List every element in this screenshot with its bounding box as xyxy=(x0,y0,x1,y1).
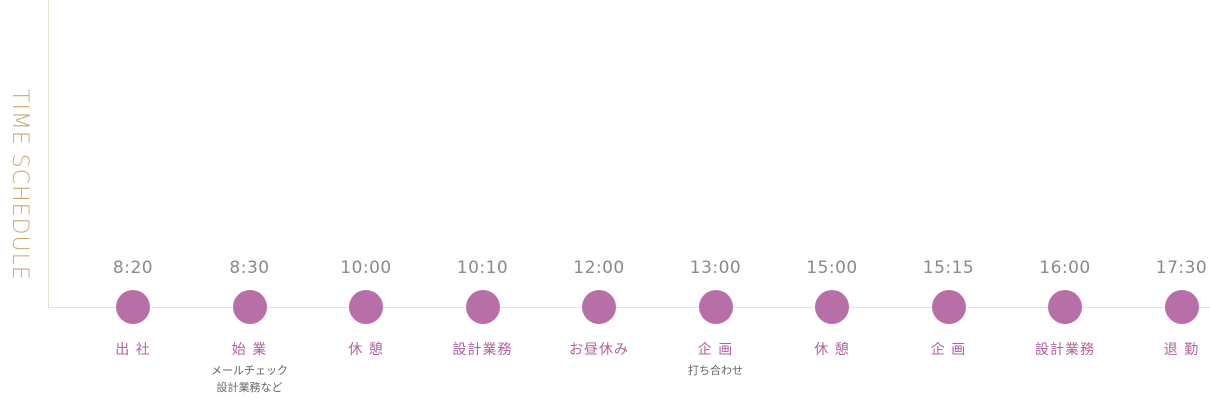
timeline-stop: 15:15 企 画 xyxy=(889,0,1009,400)
stop-time: 12:00 xyxy=(573,258,625,278)
timeline-dot xyxy=(349,290,383,324)
timeline-dot xyxy=(815,290,849,324)
stop-label: 始 業 xyxy=(231,342,268,358)
stop-note-line: 打ち合わせ xyxy=(688,364,743,377)
stop-label: 休 憩 xyxy=(348,342,384,358)
timeline-stop: 8:20 出 社 xyxy=(73,0,193,400)
stop-time: 15:00 xyxy=(806,258,858,278)
stop-time: 15:15 xyxy=(922,258,975,278)
stop-label: お昼休み xyxy=(569,342,629,358)
stop-note: メールチェック設計業務など xyxy=(190,362,310,396)
stop-label: 出 社 xyxy=(115,342,151,358)
timeline-dot xyxy=(582,290,616,324)
timeline-dot xyxy=(1048,290,1082,324)
stop-time: 8:30 xyxy=(229,258,270,278)
stop-time: 17:30 xyxy=(1155,258,1208,278)
stop-time: 8:20 xyxy=(112,258,154,278)
timeline-stop: 15:00 休 憩 xyxy=(772,0,892,400)
timeline-dot xyxy=(232,290,267,324)
stop-label: 設計業務 xyxy=(452,342,513,358)
timeline-dot xyxy=(698,290,733,324)
stop-time: 13:00 xyxy=(689,258,742,278)
timeline-dot xyxy=(931,290,966,324)
timeline-stop: 16:00 設計業務 xyxy=(1005,0,1125,400)
timeline-stop: 13:00 企 画打ち合わせ xyxy=(656,0,776,400)
timeline-stop: 12:00 お昼休み xyxy=(539,0,659,400)
stop-label: 休 憩 xyxy=(814,342,850,358)
stop-label: 設計業務 xyxy=(1035,342,1095,358)
timeline-dot xyxy=(465,290,500,324)
vertical-axis-line xyxy=(48,0,49,308)
timeline-dot xyxy=(1164,290,1199,324)
timeline-axis-line xyxy=(48,307,1210,308)
stop-time: 10:10 xyxy=(456,258,509,278)
timeline-stop: 17:30 退 勤 xyxy=(1122,0,1210,400)
timeline-stop: 8:30 始 業メールチェック設計業務など xyxy=(190,0,310,400)
stop-note-line: 設計業務など xyxy=(216,381,283,394)
timeline-dot xyxy=(116,290,150,324)
stop-label: 企 画 xyxy=(697,342,734,358)
stop-note: 打ち合わせ xyxy=(656,362,776,379)
timeline-stop: 10:00 休 憩 xyxy=(306,0,426,400)
stop-time: 10:00 xyxy=(340,258,392,278)
stop-label: 退 勤 xyxy=(1163,342,1200,358)
stop-time: 16:00 xyxy=(1039,258,1091,278)
timeline-stop: 10:10 設計業務 xyxy=(423,0,543,400)
stop-note-line: メールチェック xyxy=(211,364,288,377)
stop-label: 企 画 xyxy=(930,342,967,358)
schedule-title: TIME SCHEDULE xyxy=(7,89,32,281)
